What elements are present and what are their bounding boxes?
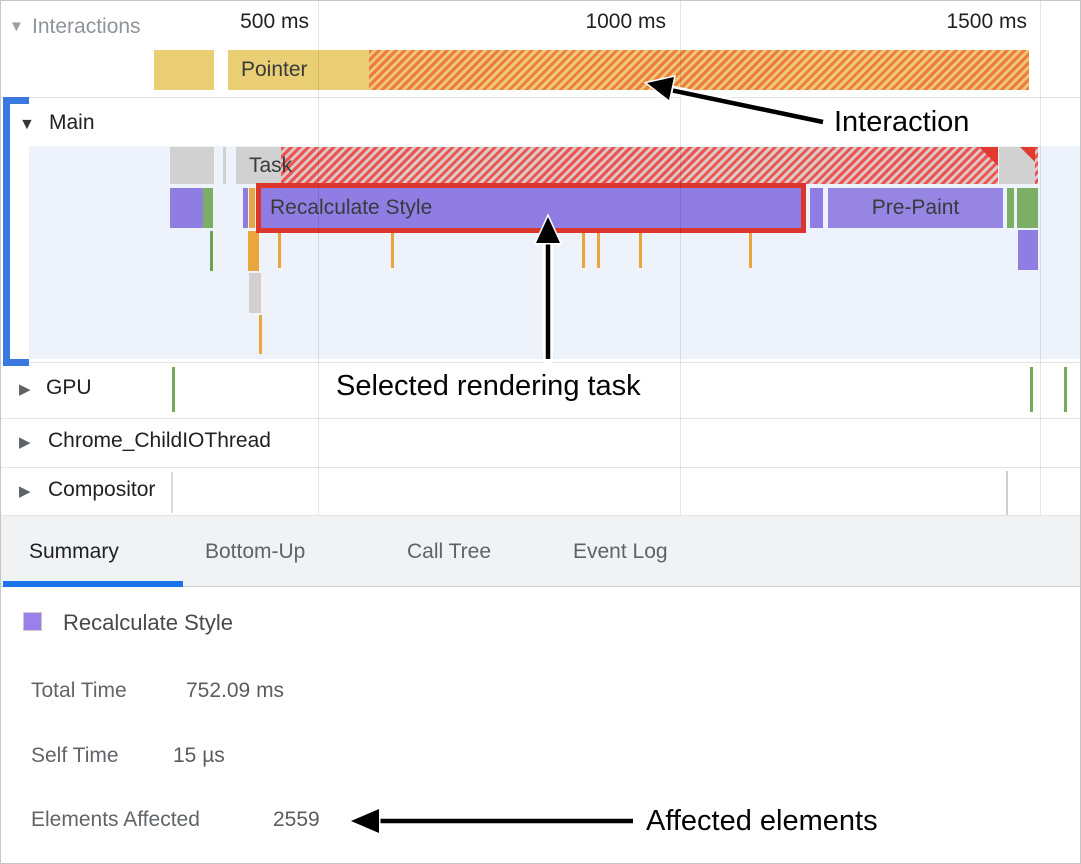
style-event-bar[interactable] <box>1018 230 1038 270</box>
script-tick[interactable] <box>582 232 585 268</box>
summary-row-value: 752.09 ms <box>186 679 285 702</box>
main-track-focus-bracket-bottom <box>3 359 29 366</box>
script-tick[interactable] <box>278 232 281 268</box>
pre-paint-bar[interactable]: Pre-Paint <box>828 188 1003 228</box>
annotation-interaction: Interaction <box>834 106 970 138</box>
summary-row-label: Self Time <box>31 744 119 767</box>
summary-title: Recalculate Style <box>63 610 233 635</box>
gridline-500ms <box>318 1 319 515</box>
summary-row-value: 2559 <box>273 808 320 831</box>
task-bar-label: Task <box>249 154 293 177</box>
task-stripe-sliver[interactable] <box>1035 147 1038 184</box>
expand-icon[interactable]: ▶ <box>19 483 31 500</box>
summary-row-label: Total Time <box>31 679 127 702</box>
track-label-childio[interactable]: Chrome_ChildIOThread <box>48 429 271 452</box>
long-task-bar[interactable]: Task <box>236 147 998 184</box>
selected-recalculate-style-bar[interactable]: Recalculate Style <box>256 183 806 233</box>
pointer-bar-label: Pointer <box>241 58 308 81</box>
compositor-activity-tick[interactable] <box>1006 471 1008 515</box>
style-event-sliver[interactable] <box>243 188 248 228</box>
style-event-sliver[interactable] <box>810 188 823 228</box>
expand-icon[interactable]: ▶ <box>19 381 31 398</box>
paint-event-bar[interactable] <box>203 188 213 228</box>
track-label-gpu[interactable]: GPU <box>46 376 92 399</box>
collapse-icon[interactable]: ▼ <box>19 116 35 133</box>
summary-row-value: 15 µs <box>173 744 225 767</box>
script-tick[interactable] <box>597 232 600 268</box>
gridline-1500ms <box>1040 1 1041 515</box>
tab-call-tree[interactable]: Call Tree <box>407 540 492 563</box>
ruler-tick-500ms: 500 ms <box>240 10 309 33</box>
ruler-tick-1000ms: 1000 ms <box>585 10 666 33</box>
main-track-focus-bracket-top <box>3 97 29 104</box>
main-track-focus-bracket <box>3 97 10 366</box>
task-bar-end[interactable] <box>999 147 1035 184</box>
gpu-activity-tick[interactable] <box>1064 367 1067 412</box>
summary-row-label: Elements Affected <box>31 808 200 831</box>
tab-bottom-up[interactable]: Bottom-Up <box>205 540 306 563</box>
gpu-activity-tick[interactable] <box>1030 367 1033 412</box>
interaction-event-bar[interactable] <box>154 50 214 90</box>
script-tick[interactable] <box>391 232 394 268</box>
script-event-bar[interactable] <box>248 231 259 271</box>
task-bar-sliver[interactable] <box>223 147 226 184</box>
gridline-1000ms <box>680 1 681 515</box>
compositor-activity-tick[interactable] <box>171 472 173 513</box>
paint-event-sliver[interactable] <box>1007 188 1014 228</box>
long-task-stripes <box>281 147 998 184</box>
selected-bar-label: Recalculate Style <box>270 196 433 219</box>
long-task-warning-triangle-icon <box>1020 147 1035 162</box>
expand-icon[interactable]: ▶ <box>19 434 31 451</box>
pre-paint-label: Pre-Paint <box>871 196 960 219</box>
affected-elements-arrow <box>347 806 638 836</box>
selected-tab-underline <box>3 581 183 587</box>
gpu-activity-tick[interactable] <box>172 367 175 412</box>
tab-event-log[interactable]: Event Log <box>573 540 668 563</box>
ruler-tick-1500ms: 1500 ms <box>946 10 1027 33</box>
task-bar-small[interactable] <box>170 147 214 184</box>
pointer-interaction-striped-bar[interactable] <box>369 50 1029 90</box>
track-label-interactions[interactable]: Interactions <box>32 15 141 38</box>
script-event-sliver[interactable] <box>249 188 255 228</box>
tab-summary[interactable]: Summary <box>29 540 119 563</box>
style-event-bar[interactable] <box>170 188 203 228</box>
paint-tick[interactable] <box>210 231 213 271</box>
annotation-affected-elements: Affected elements <box>646 805 878 837</box>
details-tab-bar <box>1 516 1080 587</box>
task-child-bar[interactable] <box>249 273 261 313</box>
annotation-selected-task: Selected rendering task <box>336 370 641 402</box>
script-tick[interactable] <box>749 232 752 268</box>
pointer-interaction-bar[interactable] <box>228 50 369 90</box>
collapse-icon[interactable]: ▼ <box>9 18 24 35</box>
script-tick[interactable] <box>259 315 262 354</box>
paint-event-bar[interactable] <box>1017 188 1038 228</box>
track-label-compositor[interactable]: Compositor <box>48 478 156 501</box>
event-color-swatch <box>23 612 42 631</box>
script-tick[interactable] <box>639 232 642 268</box>
track-label-main[interactable]: Main <box>49 111 95 134</box>
